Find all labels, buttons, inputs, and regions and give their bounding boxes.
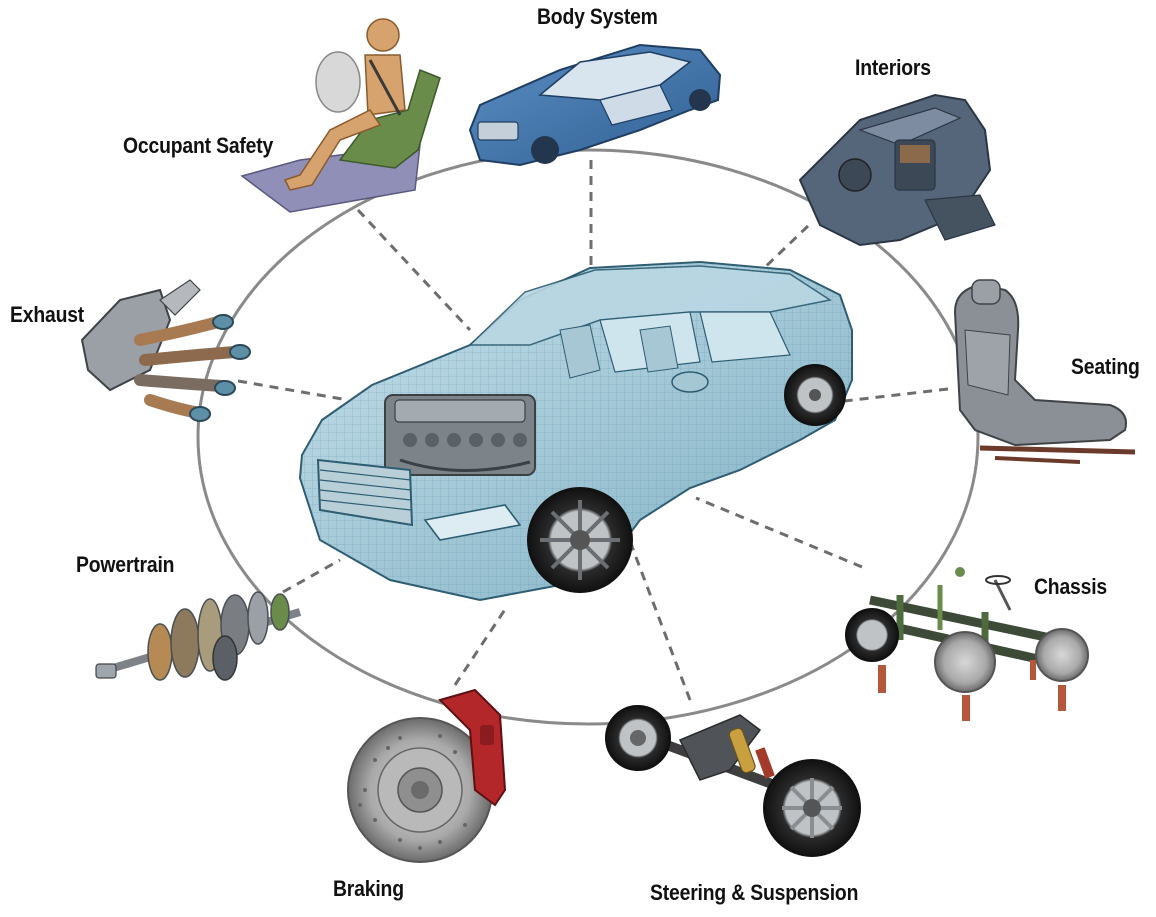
label-braking: Braking <box>333 876 404 901</box>
steering-suspension-illustration <box>605 705 861 857</box>
connector-occupant <box>356 208 472 332</box>
chassis-illustration <box>845 567 1089 721</box>
connector-braking <box>453 607 508 686</box>
label-interiors: Interiors <box>855 55 931 80</box>
label-chassis: Chassis <box>1034 574 1108 599</box>
label-steering-suspension: Steering & Suspension <box>650 880 859 905</box>
connector-chassis <box>695 496 863 569</box>
label-occupant-safety: Occupant Safety <box>123 133 274 158</box>
label-body-system: Body System <box>537 4 658 29</box>
connector-steering <box>626 535 692 701</box>
label-exhaust: Exhaust <box>10 302 85 327</box>
label-powertrain: Powertrain <box>76 552 175 577</box>
occupant-safety-illustration <box>240 18 441 213</box>
connector-seating <box>835 387 949 404</box>
braking-illustration <box>347 688 507 863</box>
exhaust-illustration <box>80 279 251 422</box>
connector-exhaust <box>237 379 349 402</box>
seating-illustration <box>953 279 1136 464</box>
connectors <box>237 160 949 701</box>
connector-interiors <box>758 224 810 274</box>
body-system-illustration <box>468 43 722 167</box>
label-seating: Seating <box>1071 354 1140 379</box>
engine-block <box>384 394 536 476</box>
center-car-model <box>298 260 853 602</box>
system-ring <box>196 148 980 726</box>
powertrain-illustration <box>95 591 302 681</box>
interiors-illustration <box>798 93 996 247</box>
connector-powertrain <box>282 558 341 594</box>
